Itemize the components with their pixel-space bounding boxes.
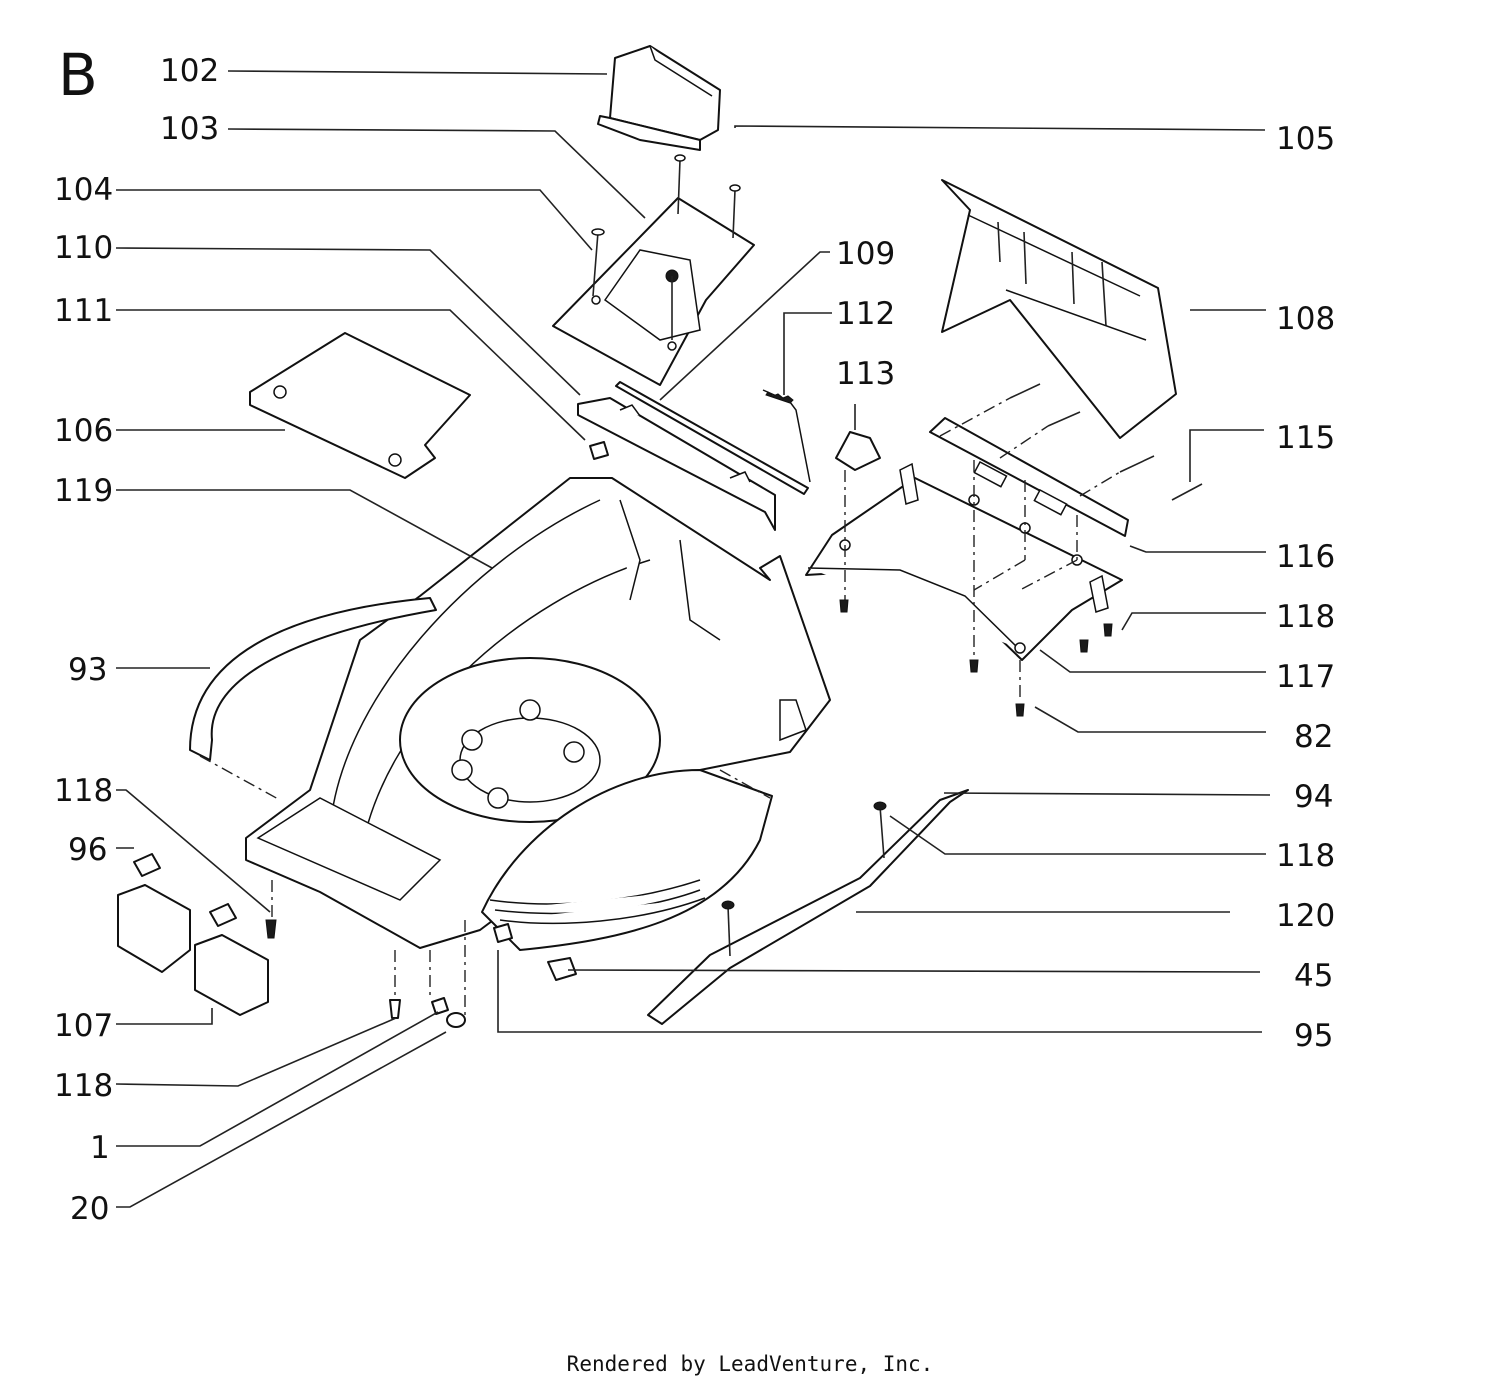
dash-93 bbox=[199, 755, 281, 801]
leader-lines bbox=[115, 70, 1271, 1208]
callout-117: 117 bbox=[1276, 659, 1335, 695]
part-110-bar bbox=[577, 397, 776, 531]
dash-lines-rear-flap bbox=[844, 460, 1078, 700]
part-120-blade bbox=[647, 789, 969, 1025]
part-103-plate bbox=[552, 197, 755, 386]
callout-82: 82 bbox=[1294, 719, 1333, 755]
part-112-spring bbox=[762, 389, 811, 483]
callout-112: 112 bbox=[836, 296, 895, 332]
screws-104-105 bbox=[591, 154, 741, 340]
callout-96: 96 bbox=[68, 832, 107, 868]
dash-94 bbox=[719, 769, 771, 799]
screws-flap bbox=[839, 599, 1113, 717]
callout-102: 102 bbox=[160, 53, 219, 89]
part-93-left-skirt bbox=[189, 597, 437, 761]
callout-118-right-bottom: 118 bbox=[1276, 838, 1335, 874]
part-116-hinge-bar bbox=[929, 417, 1129, 537]
callout-105: 105 bbox=[1276, 121, 1335, 157]
screws-blade bbox=[547, 801, 887, 981]
callout-116: 116 bbox=[1276, 539, 1335, 575]
section-letter: B bbox=[58, 41, 98, 109]
part-113-bracket bbox=[835, 431, 881, 471]
part-117-rear-flap bbox=[805, 462, 1123, 661]
part-107-wheel-covers bbox=[117, 884, 269, 1016]
callout-109: 109 bbox=[836, 236, 895, 272]
callout-120: 120 bbox=[1276, 898, 1335, 934]
callout-115: 115 bbox=[1276, 420, 1335, 456]
callout-labels: 102 103 104 105 110 109 111 112 113 108 … bbox=[54, 53, 1335, 1227]
callout-118-left-bottom: 118 bbox=[54, 1068, 113, 1104]
hardware-bottom bbox=[265, 880, 513, 1028]
callout-108: 108 bbox=[1276, 301, 1335, 337]
callout-118-right-top: 118 bbox=[1276, 599, 1335, 635]
callout-111: 111 bbox=[54, 293, 113, 329]
footer-credit: Rendered by LeadVenture, Inc. bbox=[566, 1352, 934, 1376]
callout-1: 1 bbox=[90, 1130, 110, 1166]
part-96-clips bbox=[133, 853, 237, 927]
part-102-top-cover bbox=[597, 45, 721, 151]
callout-118-left-top: 118 bbox=[54, 773, 113, 809]
callout-20: 20 bbox=[70, 1191, 109, 1227]
callout-45: 45 bbox=[1294, 958, 1333, 994]
callout-106: 106 bbox=[54, 413, 113, 449]
callout-104: 104 bbox=[54, 172, 113, 208]
part-106-plate bbox=[249, 332, 471, 479]
callout-113: 113 bbox=[836, 356, 895, 392]
callout-95: 95 bbox=[1294, 1018, 1333, 1054]
part-119-mower-deck bbox=[245, 477, 831, 949]
callout-93: 93 bbox=[68, 652, 107, 688]
part-109-rod bbox=[615, 381, 809, 495]
callout-110: 110 bbox=[54, 230, 113, 266]
callout-119: 119 bbox=[54, 473, 113, 509]
callout-103: 103 bbox=[160, 111, 219, 147]
part-115-pins bbox=[939, 383, 1203, 501]
callout-94: 94 bbox=[1294, 779, 1333, 815]
part-108-bag-frame bbox=[941, 179, 1177, 439]
part-111-clip bbox=[589, 441, 609, 460]
callout-107: 107 bbox=[54, 1008, 113, 1044]
